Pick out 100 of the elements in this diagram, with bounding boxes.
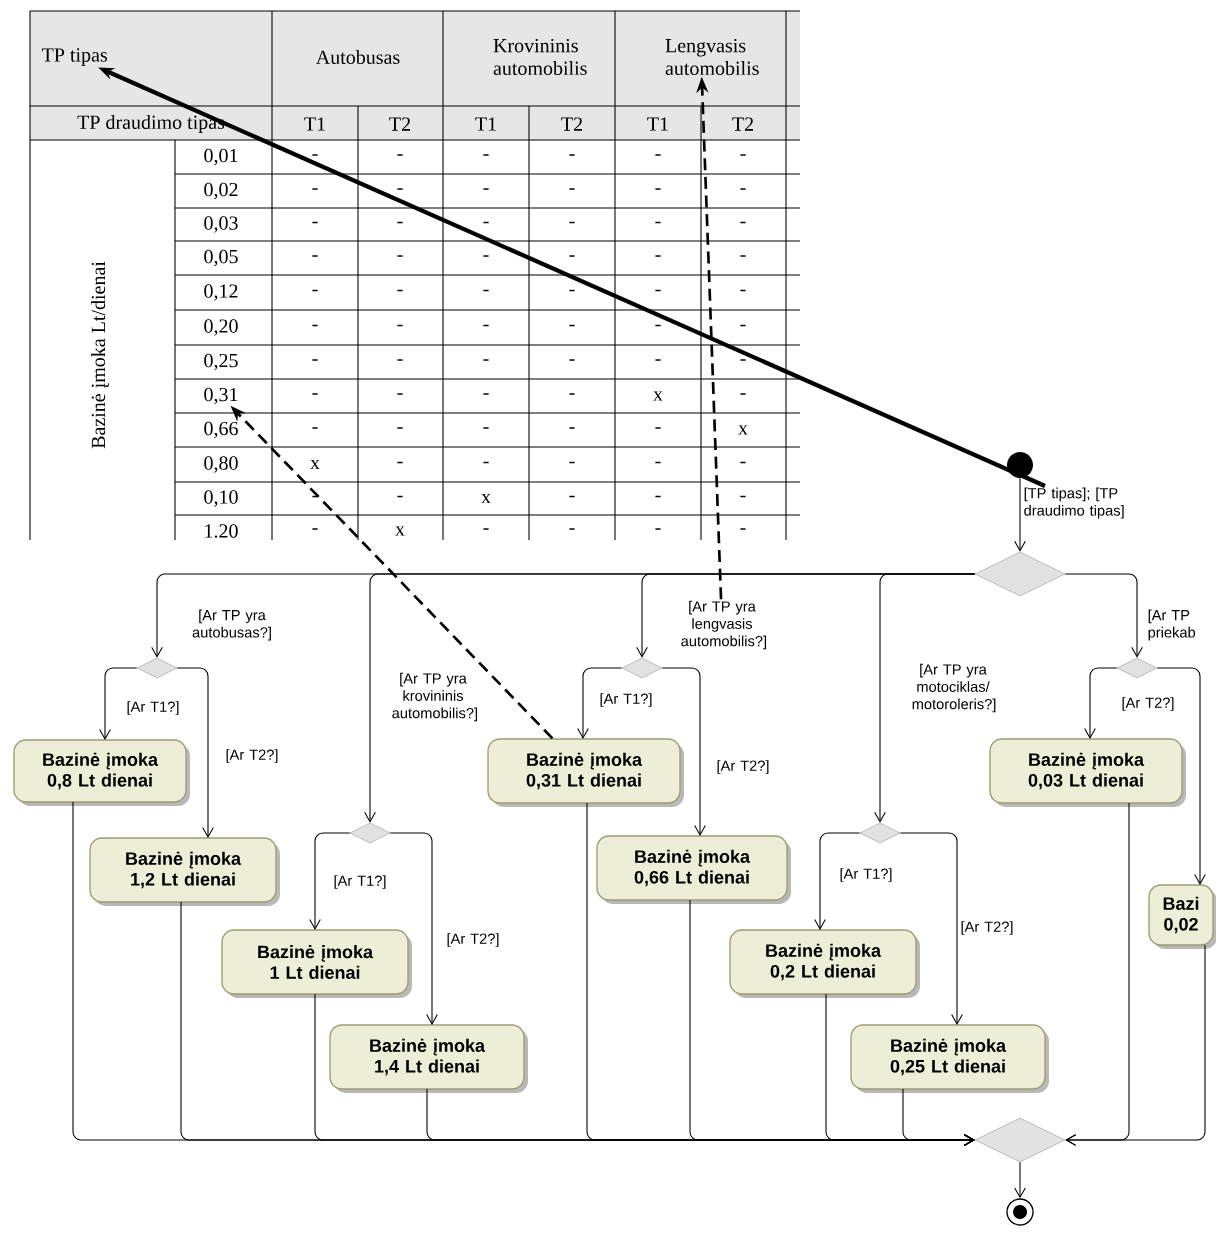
table-cell: - xyxy=(483,528,489,530)
table-cell: - xyxy=(655,154,661,156)
flow-arrow xyxy=(661,667,706,836)
decision-diamond xyxy=(859,822,901,844)
action-box: Bazinė įmoka 0,66 Lt dienai xyxy=(596,835,791,904)
guard-label: [Ar T2?] xyxy=(961,921,1013,935)
table-cell: - xyxy=(312,154,318,156)
table-cell: - xyxy=(655,188,661,190)
guard-label: [Ar TP yra krovininis automobilis?] xyxy=(392,672,477,722)
guard-label: [Ar TP yra lengvasis automobilis?] xyxy=(681,600,766,650)
table-cell: x xyxy=(738,425,748,435)
flow-arrow xyxy=(1014,477,1026,552)
table-cell: - xyxy=(569,427,575,429)
table-cell: - xyxy=(483,255,489,257)
flow-arrow xyxy=(1084,667,1118,739)
guard-label: [Ar TP yra motociklas/ motoroleris?] xyxy=(912,663,996,713)
action-box: Bazinė įmoka 0,31 Lt dienai xyxy=(487,738,684,807)
table-cell: - xyxy=(740,255,746,257)
end-circle xyxy=(1006,1198,1034,1226)
table-cell: - xyxy=(569,324,575,327)
row-header: 0,80 xyxy=(204,456,238,473)
table-cell: - xyxy=(483,289,489,292)
table-cell: - xyxy=(655,359,661,361)
table-cell: - xyxy=(655,495,661,498)
flow-arrow xyxy=(309,832,351,930)
decision-diamond xyxy=(621,657,663,679)
action-box: Bazi 0,02 xyxy=(1148,884,1216,949)
table-cell: - xyxy=(312,393,318,395)
flow-arrow xyxy=(176,667,214,838)
flow-arrow xyxy=(874,573,976,823)
table-cell: - xyxy=(312,528,318,530)
table-cell: - xyxy=(312,289,318,292)
table-cell: - xyxy=(312,255,318,257)
flow-arrow xyxy=(1065,944,1206,1146)
table-cell: - xyxy=(655,461,661,464)
table-cell: - xyxy=(655,289,661,292)
table-cell: - xyxy=(740,289,746,292)
table-cell: - xyxy=(397,221,403,224)
column-header: T2 xyxy=(732,117,753,131)
table-cell: - xyxy=(569,393,575,395)
table-cell: - xyxy=(569,221,575,224)
row-header: 0,02 xyxy=(204,182,238,200)
column-header: T1 xyxy=(475,117,496,131)
guard-label: [Ar T1?] xyxy=(334,875,386,889)
decision-diamond xyxy=(974,1117,1066,1163)
row-group-label: Bazinė įmoka Lt/dienai xyxy=(91,261,109,449)
table-cell: - xyxy=(569,255,575,257)
action-box: Bazinė įmoka 1 Lt dienai xyxy=(221,929,412,998)
table-cell: - xyxy=(312,359,318,361)
decision-diamond xyxy=(1116,657,1158,679)
action-box: Bazinė įmoka 0,03 Lt dienai xyxy=(989,738,1186,807)
table-cell: - xyxy=(397,461,403,464)
table-cell: - xyxy=(569,154,575,156)
table-cell: - xyxy=(655,528,661,530)
guard-label: [Ar T1?] xyxy=(600,693,652,707)
column-header: T1 xyxy=(304,117,325,131)
guard-label: [Ar T2?] xyxy=(226,749,278,763)
table-cell: - xyxy=(740,528,746,530)
table-cell: - xyxy=(483,461,489,464)
table-cell: - xyxy=(397,154,403,156)
row-header: 0,10 xyxy=(204,490,238,507)
table-cell: - xyxy=(740,359,746,361)
table-cell: - xyxy=(397,324,403,327)
table-cell: - xyxy=(569,495,575,498)
table-cell: x xyxy=(481,493,491,504)
table-cell: - xyxy=(483,154,489,156)
guard-label: [TP tipas]; [TP draudimo tipas] xyxy=(1024,487,1124,519)
guard-label: [Ar TP yra autobusas?] xyxy=(192,609,271,641)
table-cell: - xyxy=(397,289,403,292)
flow-arrow xyxy=(577,667,623,739)
table-header: 0,31 xyxy=(204,387,238,405)
guard-label: [Ar T2?] xyxy=(1122,697,1174,711)
column-header: TP draudimo tipas xyxy=(77,114,225,134)
column-header: T2 xyxy=(389,117,410,131)
flow-arrow xyxy=(389,832,438,1025)
table-header: Lengvasis automobilis xyxy=(665,38,759,76)
table-cell: - xyxy=(655,255,661,257)
decision-diamond xyxy=(974,551,1066,597)
row-header: 0,03 xyxy=(204,216,238,233)
start-dot xyxy=(1007,452,1033,478)
table-cell: - xyxy=(740,393,746,395)
action-box: Bazinė įmoka 0,8 Lt dienai xyxy=(13,739,190,806)
flow-arrow xyxy=(1156,667,1206,885)
action-box: Bazinė įmoka 1,4 Lt dienai xyxy=(329,1024,528,1093)
action-box: Bazinė įmoka 0,2 Lt dienai xyxy=(729,929,920,998)
flow-arrow xyxy=(814,832,861,930)
flow-arrow xyxy=(902,1088,975,1146)
table-cell: - xyxy=(483,324,489,327)
table-cell: - xyxy=(569,528,575,530)
row-header: 0,12 xyxy=(204,284,238,301)
table-cell: - xyxy=(740,324,746,327)
table-cell: - xyxy=(312,221,318,224)
row-header: 0,25 xyxy=(204,353,238,371)
table-cell: - xyxy=(312,324,318,327)
guard-label: [Ar T2?] xyxy=(717,760,769,774)
guard-label: [Ar T2?] xyxy=(447,933,499,947)
table-cell: x xyxy=(395,526,405,536)
table-cell: - xyxy=(483,393,489,395)
guard-label: [Ar T1?] xyxy=(840,868,892,882)
column-header: Autobusas xyxy=(315,50,400,65)
